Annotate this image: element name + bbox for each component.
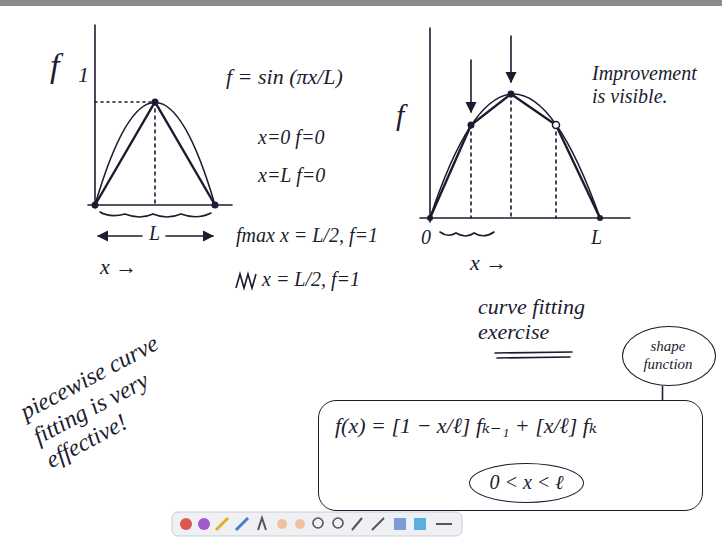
dashed-line (470, 125, 472, 218)
annotation-text: x = L/2, f=1 (262, 268, 360, 291)
annotation-text: f = sin (πx/L) (226, 64, 343, 89)
underline (495, 352, 572, 353)
annotation-text: Improvement is visible. (592, 62, 712, 108)
down-arrow (470, 60, 472, 112)
tool-icon (216, 518, 228, 530)
annotation-text: x=0 f=0 (258, 126, 324, 149)
annotation-text: f (50, 46, 59, 85)
annotation-text: fmax x = L/2, f=1 (236, 224, 378, 247)
y-axis (94, 25, 96, 208)
tool-icon (180, 518, 192, 530)
node-dot (152, 99, 159, 106)
annotation-text: curve fitting exercise (478, 294, 608, 345)
tool-icon (333, 518, 343, 528)
annotation-text: 1 (78, 62, 89, 87)
top-bar (0, 0, 722, 6)
tool-icon (236, 518, 248, 530)
range-oval: 0 < x < ℓ (469, 463, 584, 503)
formula-box: f(x) = [1 − x/ℓ] fₖ₋₁ + [x/ℓ] fₖ 0 < x < … (318, 400, 703, 511)
toolbar-bg (172, 512, 462, 536)
sine-curve (430, 94, 600, 218)
annotation-text: L (149, 222, 160, 245)
dotted-line (95, 101, 155, 103)
node-dot (212, 202, 219, 209)
annotation-text: x → (100, 254, 137, 279)
dashed-line (510, 94, 512, 218)
tool-icon (198, 518, 210, 530)
tool-icon (295, 519, 305, 529)
node-dot (597, 215, 603, 221)
scribble (236, 274, 256, 288)
x-axis (88, 204, 232, 206)
annotation-text: piecewise curve fitting is very effectiv… (16, 312, 223, 474)
tool-icon (414, 518, 426, 530)
shape-function-bubble: shape function (622, 326, 716, 386)
tool-icon (352, 518, 362, 530)
underline (497, 357, 570, 358)
tool-icon (313, 518, 323, 528)
tool-icon (277, 519, 287, 529)
connector (662, 386, 664, 400)
node-dot (508, 91, 515, 98)
annotation-text: f (396, 98, 404, 133)
tool-icon (394, 518, 406, 530)
brace (100, 212, 211, 217)
node-text: shape function (635, 337, 701, 373)
piecewise-fit (430, 94, 600, 218)
down-arrow (510, 36, 512, 82)
annotation-text: L (591, 226, 602, 249)
dimension-line (98, 235, 142, 237)
annotation-text: x=L f=0 (258, 164, 325, 187)
node-dot (427, 215, 433, 221)
dimension-line (166, 235, 213, 237)
node-dot (553, 122, 560, 129)
node-dot (468, 122, 475, 129)
node-text: 0 < x < ℓ (488, 470, 565, 494)
dashed-line (555, 125, 557, 218)
tool-icon (372, 518, 384, 530)
tool-icon (258, 518, 266, 530)
node-text: f(x) = [1 − x/ℓ] fₖ₋₁ + [x/ℓ] fₖ (335, 413, 686, 439)
tool-icon (436, 523, 452, 525)
y-axis (429, 28, 431, 222)
annotation-text: 0 (421, 226, 431, 249)
annotation-text: x → (470, 250, 507, 275)
node-dot (92, 202, 99, 209)
sine-curve (95, 103, 215, 206)
toolbar (172, 512, 462, 536)
linear-fit (95, 102, 215, 205)
brace (440, 232, 494, 236)
dashed-line (154, 102, 156, 205)
